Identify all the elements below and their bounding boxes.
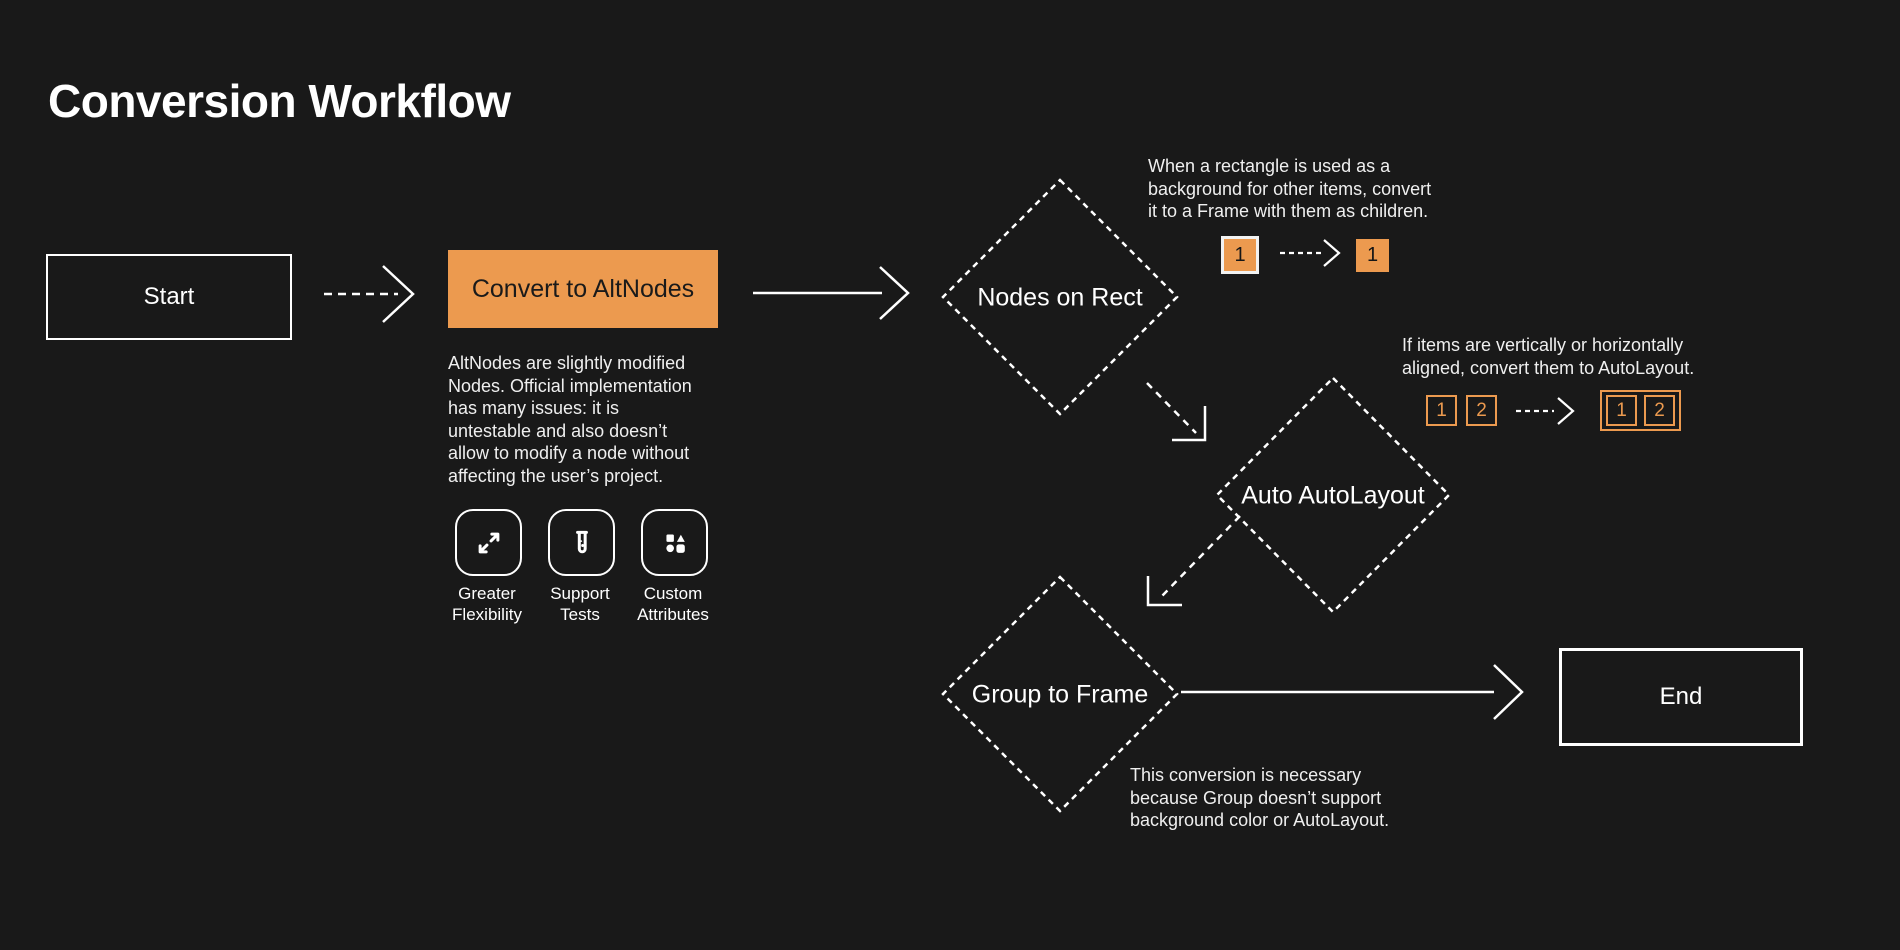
arrow-autolayout-to-grouptoframe-icon — [1146, 515, 1241, 607]
mini-grouped-item-1-label: 1 — [1616, 399, 1627, 421]
diamond-group-to-frame-shape — [941, 575, 1179, 813]
page-title: Conversion Workflow — [48, 74, 511, 127]
diamond-label-auto-autolayout: Auto AutoLayout — [1241, 481, 1425, 510]
convert-to-altnodes-label: Convert to AltNodes — [471, 274, 695, 303]
nodes-on-rect-note: When a rectangle is used as a background… — [1148, 156, 1432, 221]
mini-rect-child-label: 1 — [1234, 243, 1246, 266]
mini-rect-with-child: 1 — [1221, 236, 1259, 274]
mini-grouped-item-2: 2 — [1644, 395, 1675, 426]
arrow-start-to-convert-icon — [324, 265, 415, 323]
diamond-label-nodes-on-rect: Nodes on Rect — [977, 283, 1143, 312]
mini-item-1: 1 — [1426, 395, 1457, 426]
group-to-frame-note: This conversion is necessary because Gro… — [1130, 765, 1390, 830]
start-node: Start — [46, 254, 292, 340]
end-node-label: End — [1659, 683, 1703, 710]
altnodes-note: AltNodes are slightly modified Nodes. Of… — [448, 353, 692, 486]
feature-card-attributes — [641, 509, 708, 576]
mini-item-2: 2 — [1466, 395, 1497, 426]
convert-to-altnodes-node: Convert to AltNodes — [448, 250, 718, 328]
feature-label-flexibility: Greater Flexibility — [452, 584, 522, 624]
diamond-label-group-to-frame: Group to Frame — [971, 680, 1149, 709]
test-tube-icon — [575, 530, 588, 553]
auto-autolayout-note: If items are vertically or horizontally … — [1402, 335, 1695, 378]
mini-frame-child-label: 1 — [1366, 244, 1379, 266]
arrow-grouptoframe-to-end-icon — [1181, 664, 1524, 720]
mini-frame-with-child: 1 — [1356, 239, 1389, 272]
expand-icon — [478, 532, 499, 553]
mini-arrow-rect-to-frame-icon — [1280, 239, 1341, 267]
mini-grouped-item-1: 1 — [1606, 395, 1637, 426]
feature-card-tests — [548, 509, 615, 576]
feature-card-flexibility — [455, 509, 522, 576]
mini-item-2-label: 2 — [1476, 399, 1487, 421]
diamond-nodes-on-rect-shape — [941, 178, 1179, 416]
arrow-nodesonrect-to-autolayout-icon — [1146, 382, 1207, 442]
start-node-label: Start — [143, 283, 195, 310]
feature-label-attributes: Custom Attributes — [637, 584, 709, 624]
mini-item-1-label: 1 — [1436, 399, 1447, 421]
end-node: End — [1559, 648, 1803, 746]
shapes-icon — [665, 533, 685, 553]
mini-autolayout-group: 1 2 — [1600, 390, 1681, 431]
arrow-convert-to-nodesonrect-icon — [753, 266, 910, 320]
mini-arrow-items-to-autolayout-icon — [1516, 397, 1575, 425]
feature-label-tests: Support Tests — [550, 584, 610, 624]
mini-grouped-item-2-label: 2 — [1654, 399, 1665, 421]
